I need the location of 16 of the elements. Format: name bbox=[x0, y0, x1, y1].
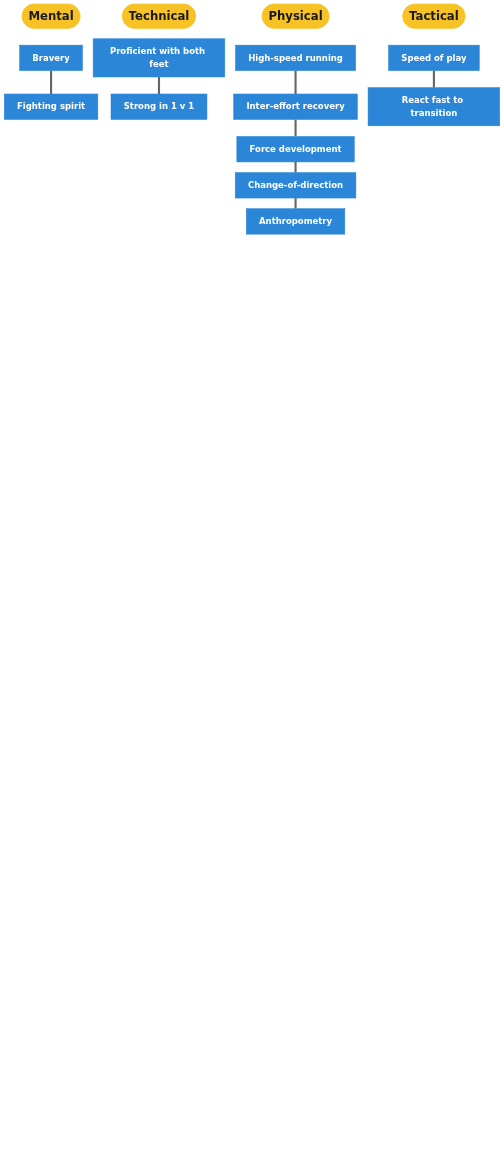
connector bbox=[50, 70, 53, 94]
node-box: Proficient with both feet bbox=[92, 38, 226, 78]
node-box: Bravery bbox=[19, 44, 83, 71]
node-box: Fighting spirit bbox=[4, 93, 99, 120]
node-box: React fast to transition bbox=[367, 87, 500, 127]
node-box: Change-of-direction bbox=[234, 172, 357, 199]
node-box: Anthropometry bbox=[246, 208, 346, 235]
node-box: Speed of play bbox=[388, 44, 480, 71]
node-box: High-speed running bbox=[235, 44, 356, 71]
node-box: Inter-effort recovery bbox=[233, 93, 358, 120]
connector bbox=[294, 197, 297, 209]
connector bbox=[294, 70, 297, 94]
connector bbox=[294, 161, 297, 173]
connector bbox=[294, 119, 297, 137]
node-box: Strong in 1 v 1 bbox=[110, 93, 208, 120]
node-box: Force development bbox=[236, 136, 355, 163]
